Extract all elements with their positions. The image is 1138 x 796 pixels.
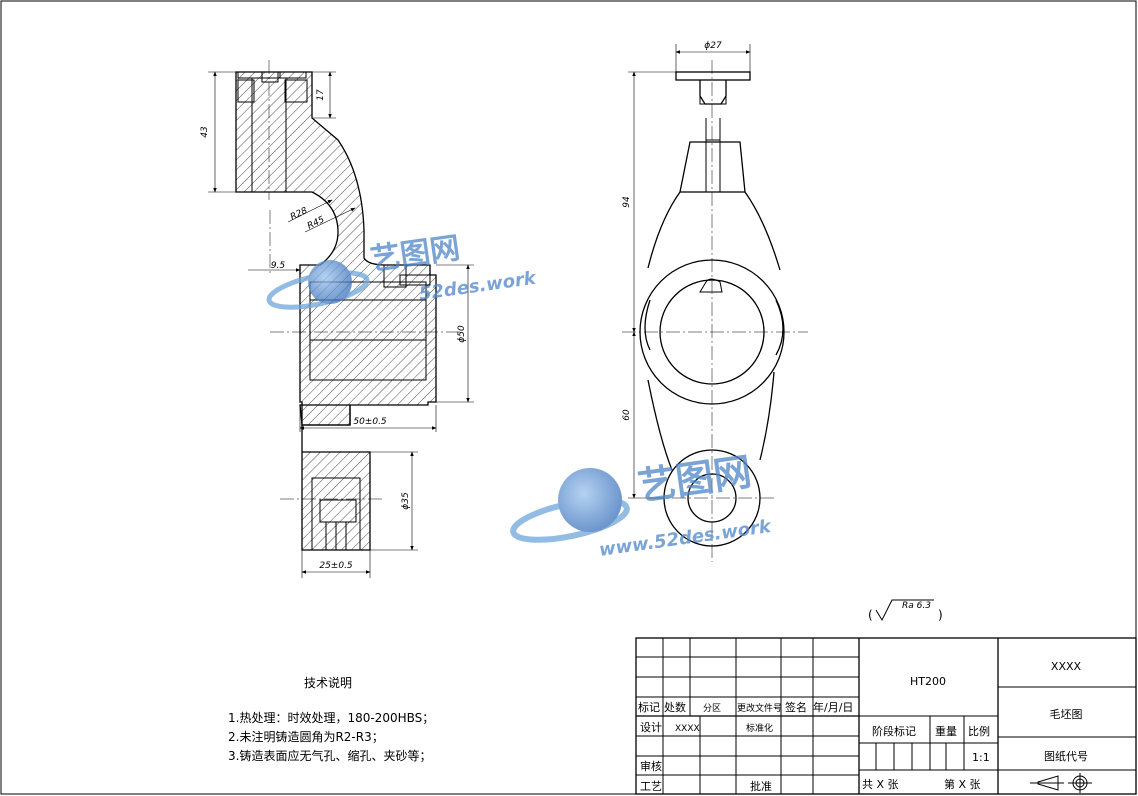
dim-r28: R28 <box>289 206 310 223</box>
company-name: XXXX <box>1051 660 1082 673</box>
svg-text:(: ( <box>868 608 873 622</box>
drawing-name: 毛坯图 <box>1050 708 1083 721</box>
section-view: 43 17 R28 R45 9.5 ϕ50 50±0.5 ϕ35 25± <box>200 60 474 578</box>
design-label: 设计 <box>640 721 662 734</box>
dim-phi35: ϕ35 <box>401 492 411 510</box>
approve-label: 批准 <box>750 779 772 793</box>
rev-label-date: 年/月/日 <box>813 700 853 714</box>
note-item-2: 2.未注明铸造圆角为R2-R3； <box>228 729 384 744</box>
dim-25-tol: 25±0.5 <box>319 561 353 571</box>
rev-label-zone: 分区 <box>703 703 721 714</box>
review-label: 审核 <box>640 759 662 773</box>
sheet-number: 第 X 张 <box>944 777 981 791</box>
scale-value: 1:1 <box>972 751 990 764</box>
svg-text:): ) <box>938 608 943 622</box>
watermark-2-url: www.52des.work <box>598 516 773 561</box>
dim-50-tol: 50±0.5 <box>353 417 387 427</box>
note-item-3: 3.铸造表面应无气孔、缩孔、夹砂等； <box>228 748 431 763</box>
dim-17: 17 <box>316 89 326 101</box>
stage-label: 阶段标记 <box>872 724 916 738</box>
rev-label-count: 处数 <box>664 701 686 714</box>
drawing-code-label: 图纸代号 <box>1044 750 1088 763</box>
roughness-value: Ra 6.3 <box>902 601 931 611</box>
process-label: 工艺 <box>640 780 662 793</box>
globe-icon <box>308 260 352 304</box>
dim-9-5: 9.5 <box>271 261 286 271</box>
watermark-1-url: 52des.work <box>418 268 538 305</box>
globe-icon <box>558 468 622 532</box>
rev-label-mark: 标记 <box>638 700 660 714</box>
lever-outline <box>647 191 781 271</box>
standard-label: 标准化 <box>746 722 773 734</box>
technical-notes: 技术说明 1.热处理：时效处理，180-200HBS； 2.未注明铸造圆角为R2… <box>228 675 434 763</box>
note-item-1: 1.热处理：时效处理，180-200HBS； <box>228 710 434 725</box>
dim-94: 94 <box>622 196 632 208</box>
rev-label-sign: 签名 <box>785 700 807 714</box>
scale-label: 比例 <box>968 724 990 738</box>
roughness-symbol: ( Ra 6.3 ) <box>868 599 943 622</box>
projection-symbol-icon <box>1030 773 1092 793</box>
dim-60: 60 <box>622 409 632 421</box>
front-view: ϕ27 94 60 <box>622 41 808 562</box>
material: HT200 <box>910 675 946 688</box>
rev-label-file: 更改文件号 <box>737 702 782 714</box>
title-block: 标记 处数 分区 更改文件号 签名 年/月/日 设计 XXXX 标准化 审核 工… <box>635 637 1137 795</box>
watermark-2: 艺图网 www.52des.work <box>510 449 773 561</box>
dim-43: 43 <box>200 126 210 138</box>
weight-label: 重量 <box>935 724 957 738</box>
dim-phi27: ϕ27 <box>704 41 722 51</box>
watermark-1-logo: 艺图网 <box>368 231 462 278</box>
designer-name: XXXX <box>675 724 700 734</box>
dim-phi50: ϕ50 <box>457 325 467 343</box>
dim-r45: R45 <box>306 215 327 232</box>
total-sheets: 共 X 张 <box>862 778 899 791</box>
notes-title: 技术说明 <box>304 675 352 690</box>
